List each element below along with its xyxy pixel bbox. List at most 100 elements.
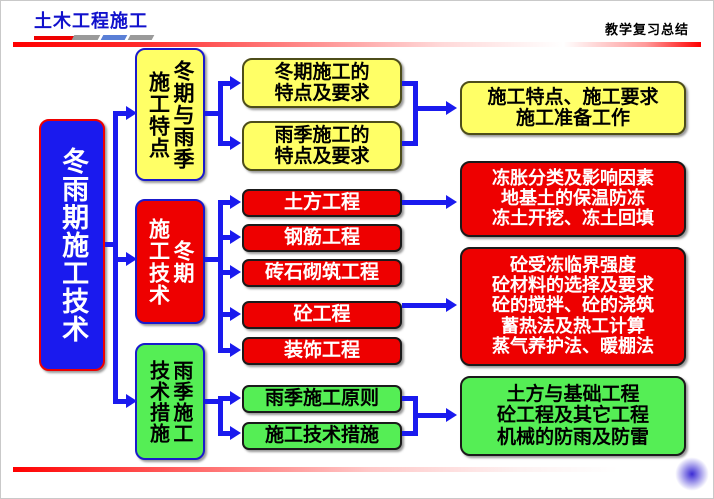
connector-root-to-features xyxy=(113,111,129,116)
connector-technology-stub xyxy=(205,257,223,262)
summary-features-line1: 施工特点、施工要求 xyxy=(487,85,659,108)
connector-features-bus xyxy=(218,81,223,146)
item-rainy-construction-features[interactable]: 雨季施工的 特点及要求 xyxy=(242,121,402,171)
branch-technology-left-label: 施工技术 xyxy=(146,217,171,306)
connector-tech-to-summary1 xyxy=(402,200,448,205)
connector-tech-to-item1 xyxy=(218,200,234,205)
summary-frost-heave-foundation[interactable]: 冻胀分类及影响因素 地基土的保温防冻 冻土开挖、冻土回填 xyxy=(460,161,686,237)
item-concrete-engineering[interactable]: 砼工程 xyxy=(242,301,402,329)
item-rainy-features-line1: 雨季施工的 xyxy=(274,123,370,146)
header-subtitle: 教学复习总结 xyxy=(604,23,689,38)
summary-rain-lightning-protection[interactable]: 土方与基础工程 砼工程及其它工程 机械的防雨及防雷 xyxy=(460,376,686,456)
item-construction-technical-measures[interactable]: 施工技术措施 xyxy=(242,422,402,450)
connector-meas-to-item2 xyxy=(218,431,234,436)
item-rebar-engineering[interactable]: 钢筋工程 xyxy=(242,224,402,252)
arrow-tech-to-item4 xyxy=(230,307,241,321)
connector-root-to-measures xyxy=(113,399,129,404)
arrow-tech-to-item2 xyxy=(230,230,241,244)
branch-technology-right-label: 冬期 xyxy=(171,239,196,284)
connector-tech-to-item3 xyxy=(218,270,234,275)
title-underline-red xyxy=(34,36,74,40)
connector-measures-to-summary xyxy=(413,413,449,418)
connector-meas-item2-out xyxy=(402,431,418,436)
item-earthwork-engineering[interactable]: 土方工程 xyxy=(242,189,402,217)
item-earthwork-label: 土方工程 xyxy=(283,191,360,214)
branch-measures-right-label: 雨季施工 xyxy=(169,359,194,444)
connector-features-to-summary xyxy=(413,106,449,111)
summary-concrete-line5: 蒸气养护法、暖棚法 xyxy=(492,335,654,357)
connector-root-stub xyxy=(105,242,118,247)
connector-measures-bus xyxy=(218,396,223,436)
item-winter-features-line1: 冬期施工的 xyxy=(274,60,370,83)
item-winter-features-line2: 特点及要求 xyxy=(274,82,370,104)
connector-meas-to-item1 xyxy=(218,396,234,401)
arrow-measures-to-summary xyxy=(446,408,457,422)
item-decoration-engineering[interactable]: 装饰工程 xyxy=(242,337,402,365)
connector-item1-out xyxy=(402,81,418,86)
root-node-winter-rainy-construction[interactable]: 冬雨期施工技术 xyxy=(39,119,105,371)
item-technical-measures-label: 施工技术措施 xyxy=(264,424,379,447)
corner-glow-decoration xyxy=(675,457,709,491)
title-dash-gray-2 xyxy=(127,35,155,40)
page-title: 土木工程施工 xyxy=(34,11,148,32)
connector-features-merge-bus xyxy=(413,81,418,146)
arrow-meas-to-item1 xyxy=(230,391,241,405)
summary-rain-line3: 机械的防雨及防雷 xyxy=(496,425,649,448)
item-winter-construction-features[interactable]: 冬期施工的 特点及要求 xyxy=(242,58,402,108)
header-gradient-bar xyxy=(13,42,701,47)
summary-concrete-line4: 蓄热法及热工计算 xyxy=(501,315,645,337)
root-node-label: 冬雨期施工技术 xyxy=(57,147,89,343)
branch-node-construction-features[interactable]: 冬期与雨季 施工特点 xyxy=(135,48,205,181)
summary-features-line2: 施工准备工作 xyxy=(515,107,630,129)
summary-concrete-winter-methods[interactable]: 砼受冻临界强度 砼材料的选择及要求 砼的搅拌、砼的浇筑 蓄热法及热工计算 蒸气养… xyxy=(460,247,686,366)
item-concrete-label: 砼工程 xyxy=(293,303,351,326)
branch-node-construction-technology[interactable]: 冬期 施工技术 xyxy=(135,199,205,324)
item-rainy-principles-label: 雨季施工原则 xyxy=(264,387,379,410)
summary-concrete-line3: 砼的搅拌、砼的浇筑 xyxy=(492,295,654,317)
title-dash-gray-1 xyxy=(71,35,101,40)
summary-concrete-line1: 砼受冻临界强度 xyxy=(510,255,636,277)
connector-features-stub xyxy=(205,111,223,116)
arrow-features-to-summary xyxy=(446,101,457,115)
item-rainy-construction-principles[interactable]: 雨季施工原则 xyxy=(242,385,402,413)
branch-node-technical-measures[interactable]: 雨季施工 技术措施 xyxy=(135,343,205,460)
item-masonry-engineering[interactable]: 砖石砌筑工程 xyxy=(242,259,402,287)
item-decoration-label: 装饰工程 xyxy=(283,339,360,362)
branch-features-right-label: 冬期与雨季 xyxy=(171,59,196,170)
arrow-tech-to-item3 xyxy=(230,265,241,279)
arrow-tech-to-item1 xyxy=(230,195,241,209)
connector-tech-to-item2 xyxy=(218,235,234,240)
connector-tech-to-item4 xyxy=(218,312,234,317)
arrow-features-to-item2 xyxy=(230,136,241,150)
connector-technology-bus xyxy=(218,200,223,352)
arrow-tech-to-item5 xyxy=(230,343,241,357)
arrow-features-to-item1 xyxy=(230,76,241,90)
arrow-root-to-measures xyxy=(126,394,137,408)
summary-features-requirements[interactable]: 施工特点、施工要求 施工准备工作 xyxy=(460,81,686,135)
title-dash-blue xyxy=(100,35,128,40)
connector-tech-to-item5 xyxy=(218,348,234,353)
summary-frost-line1: 冻胀分类及影响因素 xyxy=(492,167,654,189)
slide-header: 土木工程施工 教学复习总结 xyxy=(1,1,713,47)
connector-root-to-technology xyxy=(113,257,129,262)
footer-gradient-bar xyxy=(13,467,701,472)
branch-measures-left-label: 技术措施 xyxy=(146,359,171,444)
arrow-root-to-technology xyxy=(126,252,137,266)
connector-item2-out xyxy=(402,141,418,146)
arrow-tech-to-summary1 xyxy=(446,195,457,209)
item-rainy-features-line2: 特点及要求 xyxy=(274,145,370,167)
arrow-root-to-features xyxy=(126,106,137,120)
connector-measures-stub xyxy=(205,399,223,404)
arrow-tech-to-summary2 xyxy=(446,298,457,312)
connector-meas-item1-out xyxy=(402,396,418,401)
item-masonry-label: 砖石砌筑工程 xyxy=(264,261,379,284)
summary-frost-line2: 地基土的保温防冻 xyxy=(501,187,645,209)
connector-features-to-item1 xyxy=(218,81,234,86)
arrow-meas-to-item2 xyxy=(230,426,241,440)
item-rebar-label: 钢筋工程 xyxy=(283,226,360,249)
connector-tech-to-summary2 xyxy=(402,303,448,308)
summary-rain-line1: 土方与基础工程 xyxy=(506,383,640,406)
summary-frost-line3: 冻土开挖、冻土回填 xyxy=(492,208,654,230)
summary-concrete-line2: 砼材料的选择及要求 xyxy=(492,275,654,297)
